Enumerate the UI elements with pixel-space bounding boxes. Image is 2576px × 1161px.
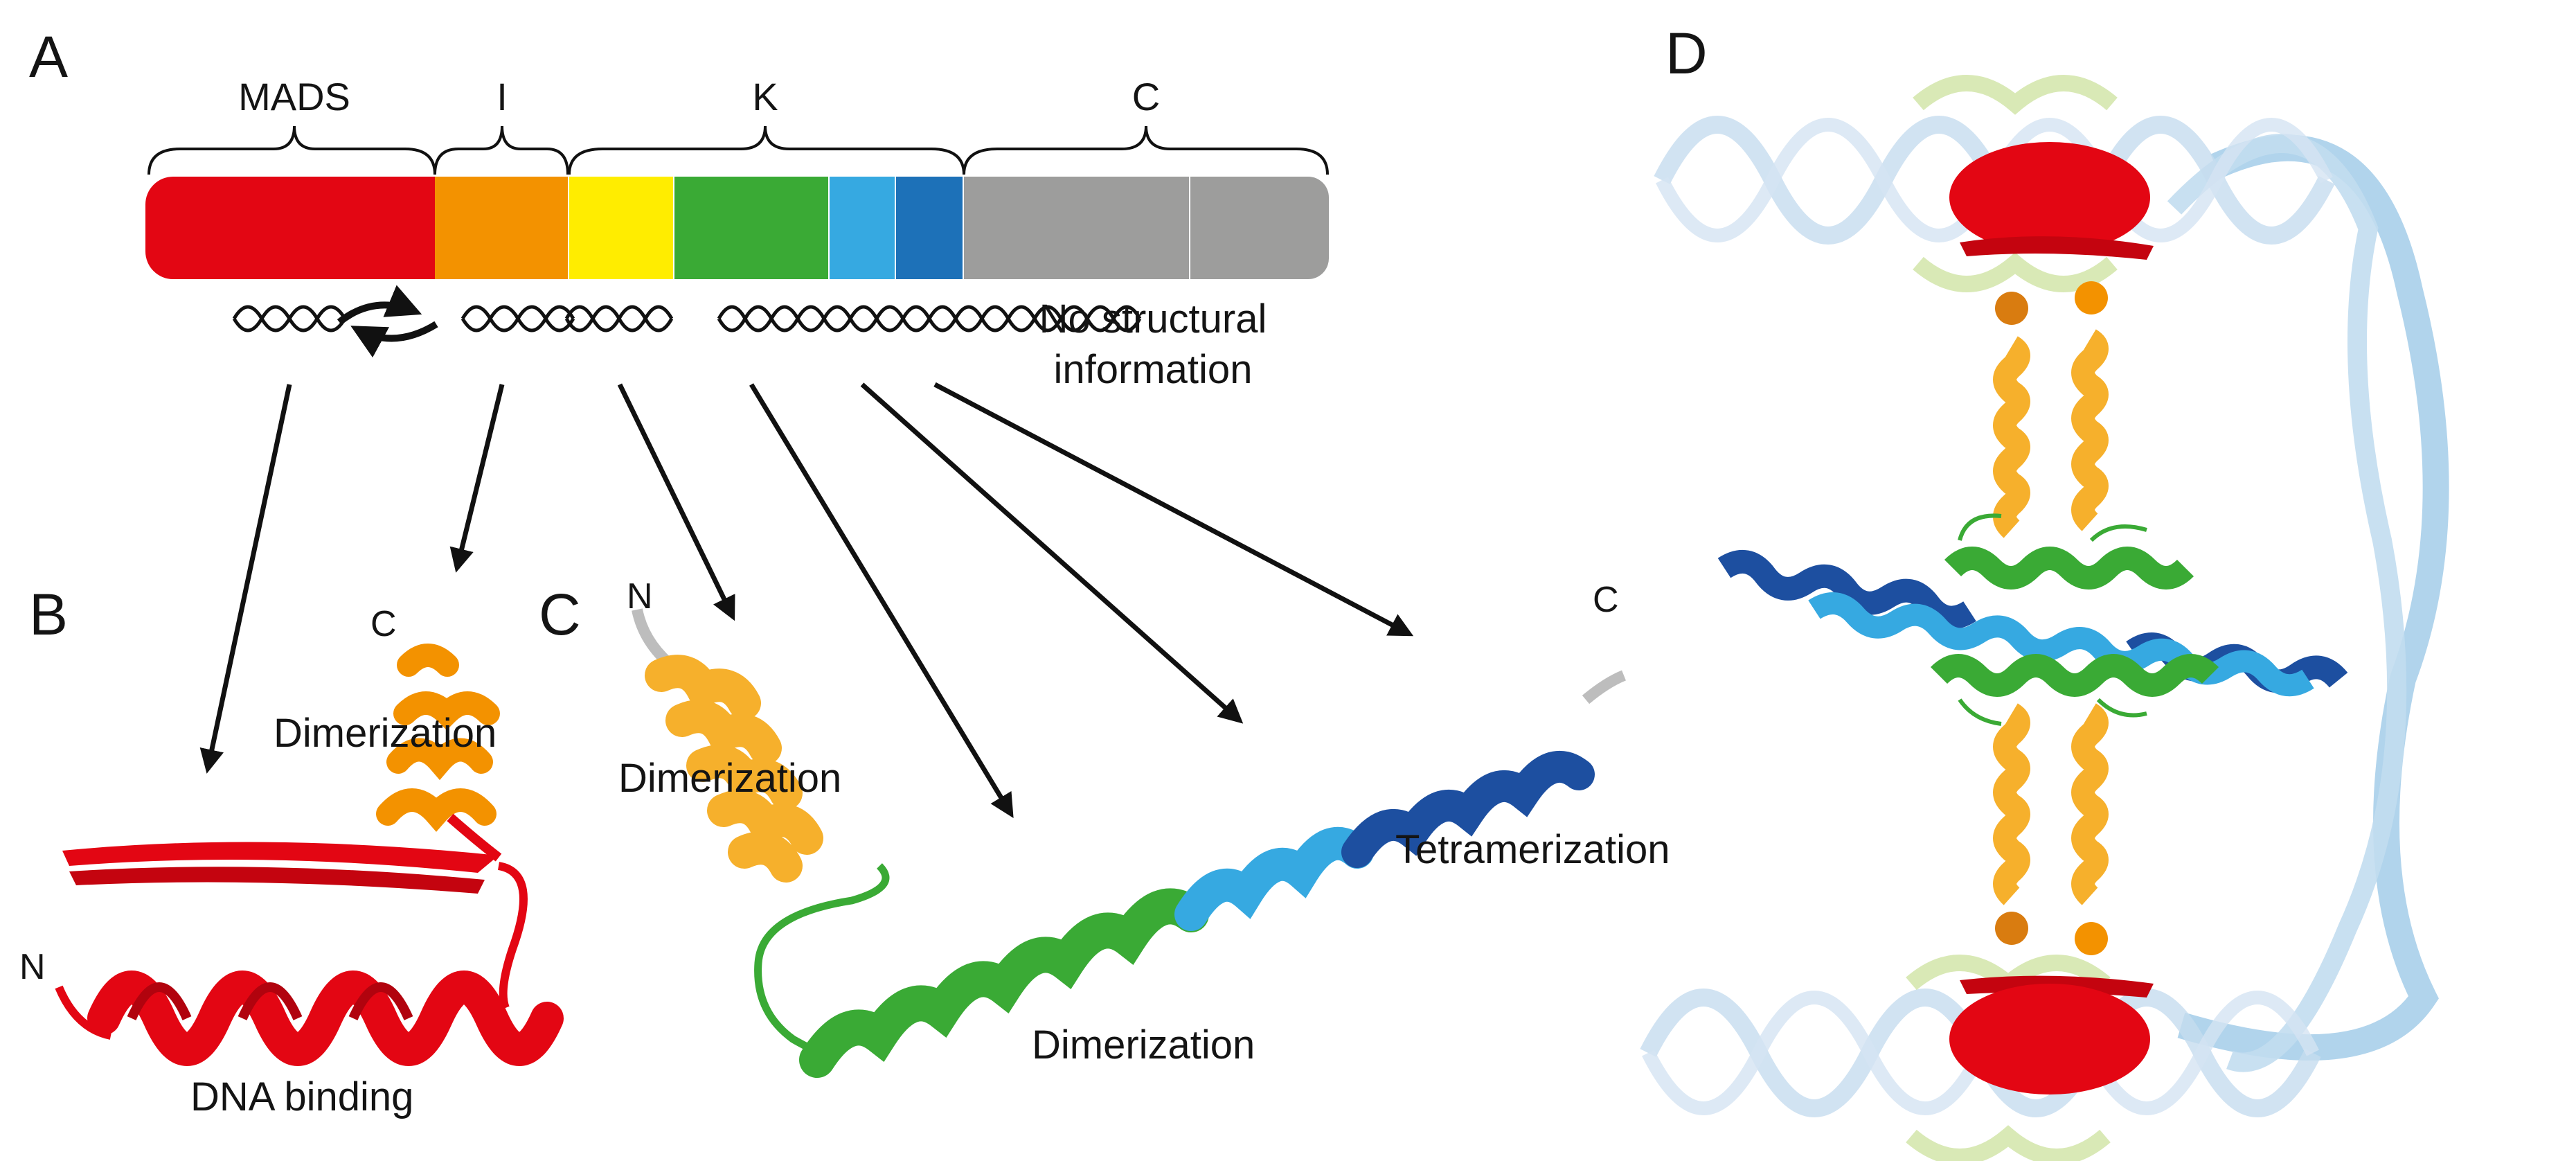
arrow-k3 — [860, 382, 1244, 724]
panel-b-c-terminus: C — [370, 604, 397, 644]
brace-mads — [147, 125, 436, 175]
k1-segment — [569, 177, 673, 279]
mads-loop — [497, 862, 528, 1010]
k2-helix — [799, 888, 1209, 1078]
mads-beta-sheet-2 — [69, 867, 485, 894]
no-structural-info-note: No structural information — [1039, 294, 1267, 395]
domain-label-c: C — [1132, 75, 1161, 118]
tetramer-dna-complex — [1640, 75, 2449, 1161]
arrow-k2 — [749, 383, 1014, 818]
k1-to-k2-loop — [754, 863, 890, 1061]
panel-c-dimerization-bottom-label: Dimerization — [1032, 1022, 1255, 1067]
helix-glyph-i — [460, 305, 575, 333]
bottom-i-right — [2075, 922, 2108, 955]
panel-b-dna-binding-label: DNA binding — [190, 1074, 414, 1119]
helix-glyphs — [232, 305, 1142, 333]
central-green-helix-bottom — [1930, 654, 2219, 697]
central-green-loops — [1958, 513, 2147, 726]
no-info-line-1: No structural — [1039, 296, 1267, 342]
mads-domain-segment-fill — [180, 177, 436, 279]
panel-label-b: B — [29, 582, 69, 647]
top-k1-left — [1993, 336, 2030, 538]
arrow-k1 — [617, 383, 735, 621]
helix-glyph-mads — [232, 305, 347, 333]
k3-segment — [830, 177, 895, 279]
domain-braces — [147, 125, 1329, 175]
panel-b-n-terminus: N — [19, 947, 46, 987]
no-info-line-2: information — [1053, 346, 1253, 392]
arrow-mads — [199, 384, 292, 774]
top-mads-sheet — [1960, 236, 2154, 260]
beta-turn-icon — [337, 285, 438, 358]
top-i-right — [2075, 281, 2108, 314]
i-domain-segment — [435, 177, 568, 279]
c-domain-segment-end-fill — [1190, 177, 1273, 279]
helix-glyph-k1 — [564, 305, 674, 333]
panel-c-n-terminus: N — [627, 576, 653, 617]
k4-segment — [896, 177, 963, 279]
helix-glyph-k2 — [717, 305, 1142, 333]
dna-loop-strand-2 — [2167, 134, 2407, 1072]
k-c-tail — [1582, 670, 1627, 704]
top-mads-dimer — [1949, 142, 2150, 253]
c-domain-segment — [964, 177, 1189, 279]
bottom-k1-right — [2071, 703, 2109, 905]
panel-b-dimerization-label: Dimerization — [274, 711, 497, 756]
k1-helix — [645, 655, 823, 883]
brace-c — [963, 125, 1329, 175]
mads-alpha-helix — [87, 971, 564, 1066]
domain-label-i: I — [497, 75, 508, 118]
panel-label-c: C — [539, 582, 581, 647]
mads-alpha-helix-shade — [127, 982, 413, 1020]
top-i-left — [1995, 292, 2028, 325]
top-k1-right — [2071, 329, 2109, 531]
mads-structure — [55, 644, 564, 1066]
central-green-helix-top — [1944, 547, 2194, 590]
i-domain-helix — [376, 644, 500, 832]
panel-label-a: A — [29, 24, 69, 89]
k3-helix — [1174, 826, 1374, 931]
panel-c-dimerization-top-label: Dimerization — [618, 756, 842, 801]
domain-bar — [145, 177, 1329, 279]
k2-segment — [674, 177, 828, 279]
brace-i — [433, 125, 569, 175]
bottom-i-left — [1995, 912, 2028, 945]
dna-loop-strand-1 — [2177, 134, 2449, 1061]
panel-label-d: D — [1665, 21, 1708, 86]
arrow-i — [449, 384, 505, 573]
dna-top-green-region — [1913, 75, 2118, 292]
central-lightblue-helix — [1808, 592, 2314, 697]
bottom-mads-dimer — [1949, 984, 2150, 1094]
mads-beta-sheet-1 — [62, 842, 499, 873]
domain-label-k: K — [752, 75, 778, 118]
brace-k — [568, 125, 965, 175]
central-blue-helix-1 — [1717, 550, 1976, 630]
i-to-mads-link — [447, 813, 502, 862]
k4-helix — [1341, 750, 1595, 868]
mapping-arrows — [199, 382, 1414, 818]
panel-c-c-terminus: C — [1593, 580, 1619, 620]
bottom-k1-left — [1993, 703, 2030, 905]
domain-label-mads: MADS — [238, 75, 350, 118]
arrow-k4 — [933, 382, 1414, 637]
panel-c-tetramerization-label: Tetramerization — [1395, 827, 1670, 872]
k-structure — [632, 608, 1627, 1078]
